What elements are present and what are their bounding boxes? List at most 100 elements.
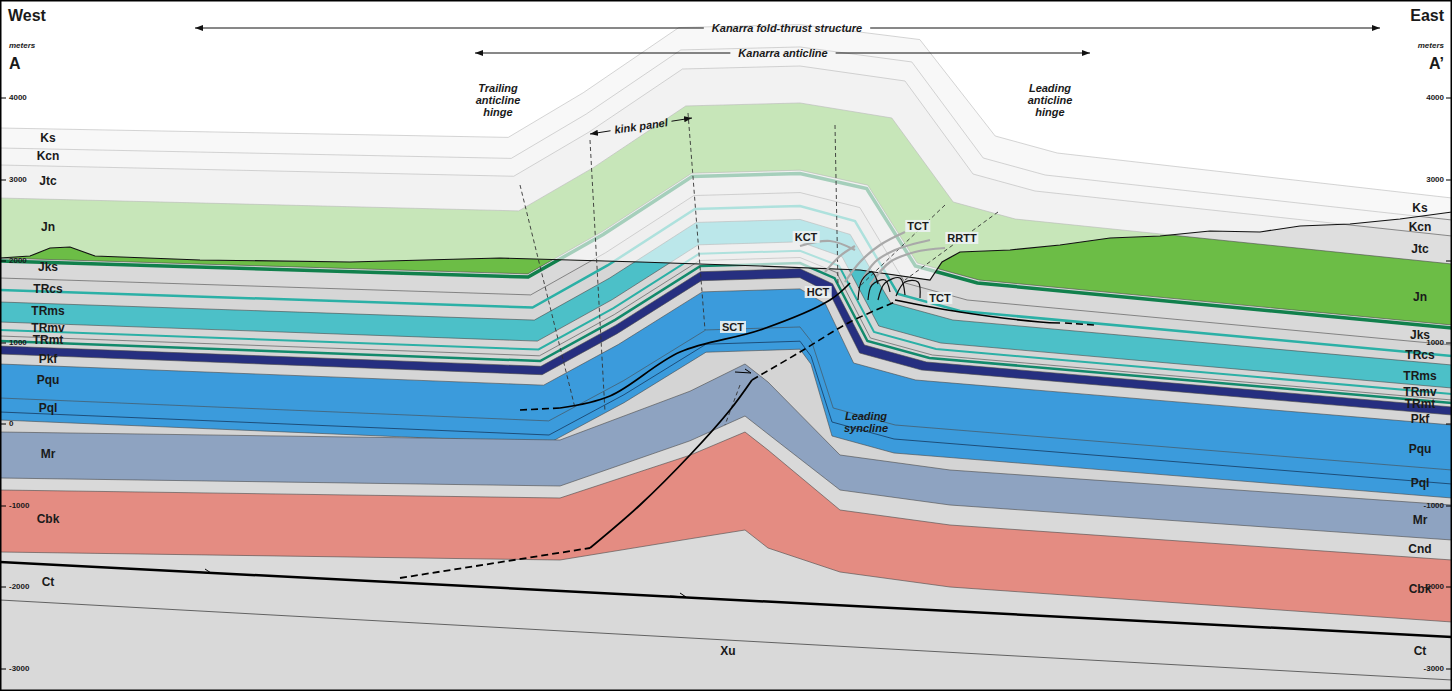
folded-bed	[858, 272, 878, 300]
projected-thrust	[825, 246, 855, 272]
axial-surface	[905, 212, 998, 280]
formation-label: Cbk	[37, 513, 60, 526]
stratum-band	[0, 66, 1452, 691]
thrust-fault	[560, 283, 850, 408]
stratum-band	[0, 349, 1452, 691]
extent-arrow	[590, 131, 611, 134]
axis-tick	[0, 180, 1452, 181]
axis-tick	[0, 98, 1452, 99]
stratum-band	[0, 242, 1452, 691]
folded-bed	[878, 278, 905, 300]
axis-tick	[0, 506, 1452, 507]
direction-label: East	[1410, 7, 1444, 25]
unit-label: meters	[1418, 42, 1444, 51]
formation-label: Kcn	[37, 150, 60, 163]
stratum-band	[0, 278, 1452, 691]
formation-label: Pqu	[1409, 443, 1432, 456]
folded-bed	[896, 280, 920, 298]
thrust-fault	[0, 562, 1452, 637]
structure-label: kink panel	[614, 116, 669, 135]
formation-label: TRcs	[1405, 349, 1434, 362]
stratum-band	[0, 416, 1452, 691]
stratum-band	[0, 170, 1452, 691]
fault-label: TCT	[905, 220, 930, 232]
marker-bed	[0, 206, 1452, 356]
stratum-band	[0, 103, 1452, 691]
axis-tick	[0, 424, 1452, 425]
stratum-band	[0, 219, 1452, 691]
formation-label: TRms	[1403, 370, 1436, 383]
stratum-band	[0, 47, 1452, 691]
formation-label: Pqu	[37, 374, 60, 387]
axis-tick	[0, 261, 1452, 262]
stratum-band	[0, 47, 1452, 691]
fault-label: TCT	[927, 292, 952, 304]
stratum-band	[0, 327, 1452, 691]
stratum-band	[0, 25, 1452, 691]
axial-surface	[520, 185, 575, 408]
section-end-label: A	[9, 55, 21, 73]
structure-label: Kanarra fold-thrust structure	[712, 22, 862, 34]
fault-label: KCT	[793, 231, 820, 243]
direction-label: West	[8, 7, 46, 25]
stratum-band	[0, 258, 1452, 691]
axis-tick	[0, 587, 1452, 588]
elevation-number: 3000	[1426, 176, 1444, 185]
elevation-number: 1000	[9, 339, 27, 348]
fault-label: HCT	[805, 286, 832, 298]
topography-line	[0, 212, 1452, 280]
formation-label: Pkf	[39, 353, 58, 366]
formation-label: Pql	[1411, 477, 1430, 490]
unit-label: meters	[9, 42, 35, 51]
axis-tick	[0, 669, 1452, 670]
elevation-number: 3000	[9, 176, 27, 185]
stratum-band	[0, 364, 1452, 691]
thrust-fault	[1065, 323, 1095, 325]
extent-arrow	[195, 28, 704, 29]
slip-arrow	[670, 593, 686, 597]
thrust-fault	[520, 408, 560, 410]
formation-label: Xu	[720, 645, 735, 658]
elevation-number: -3000	[1424, 665, 1444, 674]
axial-surface	[590, 140, 605, 412]
axial-surface	[688, 113, 705, 330]
basement-fill	[0, 562, 1452, 691]
axial-surface	[725, 385, 740, 425]
marker-bed	[0, 263, 1452, 403]
formation-label: Mr	[41, 448, 56, 461]
axial-surface	[858, 205, 945, 288]
elevation-number: -2000	[9, 583, 29, 592]
formation-label: Cbk	[1409, 583, 1432, 596]
formation-contact	[0, 600, 1452, 680]
formation-label: TRcs	[33, 283, 62, 296]
elevation-number: -1000	[1424, 502, 1444, 511]
formation-label: Ks	[40, 132, 55, 145]
stratum-band	[0, 25, 1452, 691]
elevation-number: 0	[9, 420, 13, 429]
slip-arrow	[735, 369, 751, 373]
elevation-number: 2000	[9, 257, 27, 266]
extent-arrow	[671, 118, 692, 121]
thrust-fault	[590, 380, 752, 548]
marker-bed	[0, 174, 1452, 328]
formation-label: Pql	[39, 402, 58, 415]
hinge-label: Leading anticline hinge	[1018, 82, 1082, 118]
elevation-number: -1000	[9, 502, 29, 511]
marker-bed	[0, 251, 1452, 394]
formation-label: Jn	[41, 221, 55, 234]
projected-strata	[0, 25, 1452, 691]
elevation-number: 4000	[9, 94, 27, 103]
formation-label: Mr	[1413, 514, 1428, 527]
stratum-band	[0, 269, 1452, 691]
formation-label: Jtc	[1411, 243, 1428, 256]
syncline-label: Leading syncline	[838, 410, 894, 434]
thrust-fault	[895, 300, 1060, 323]
elevation-number: -3000	[9, 665, 29, 674]
slip-arrow	[195, 569, 211, 573]
stratum-band	[0, 432, 1452, 691]
formation-label: Jtc	[39, 175, 56, 188]
